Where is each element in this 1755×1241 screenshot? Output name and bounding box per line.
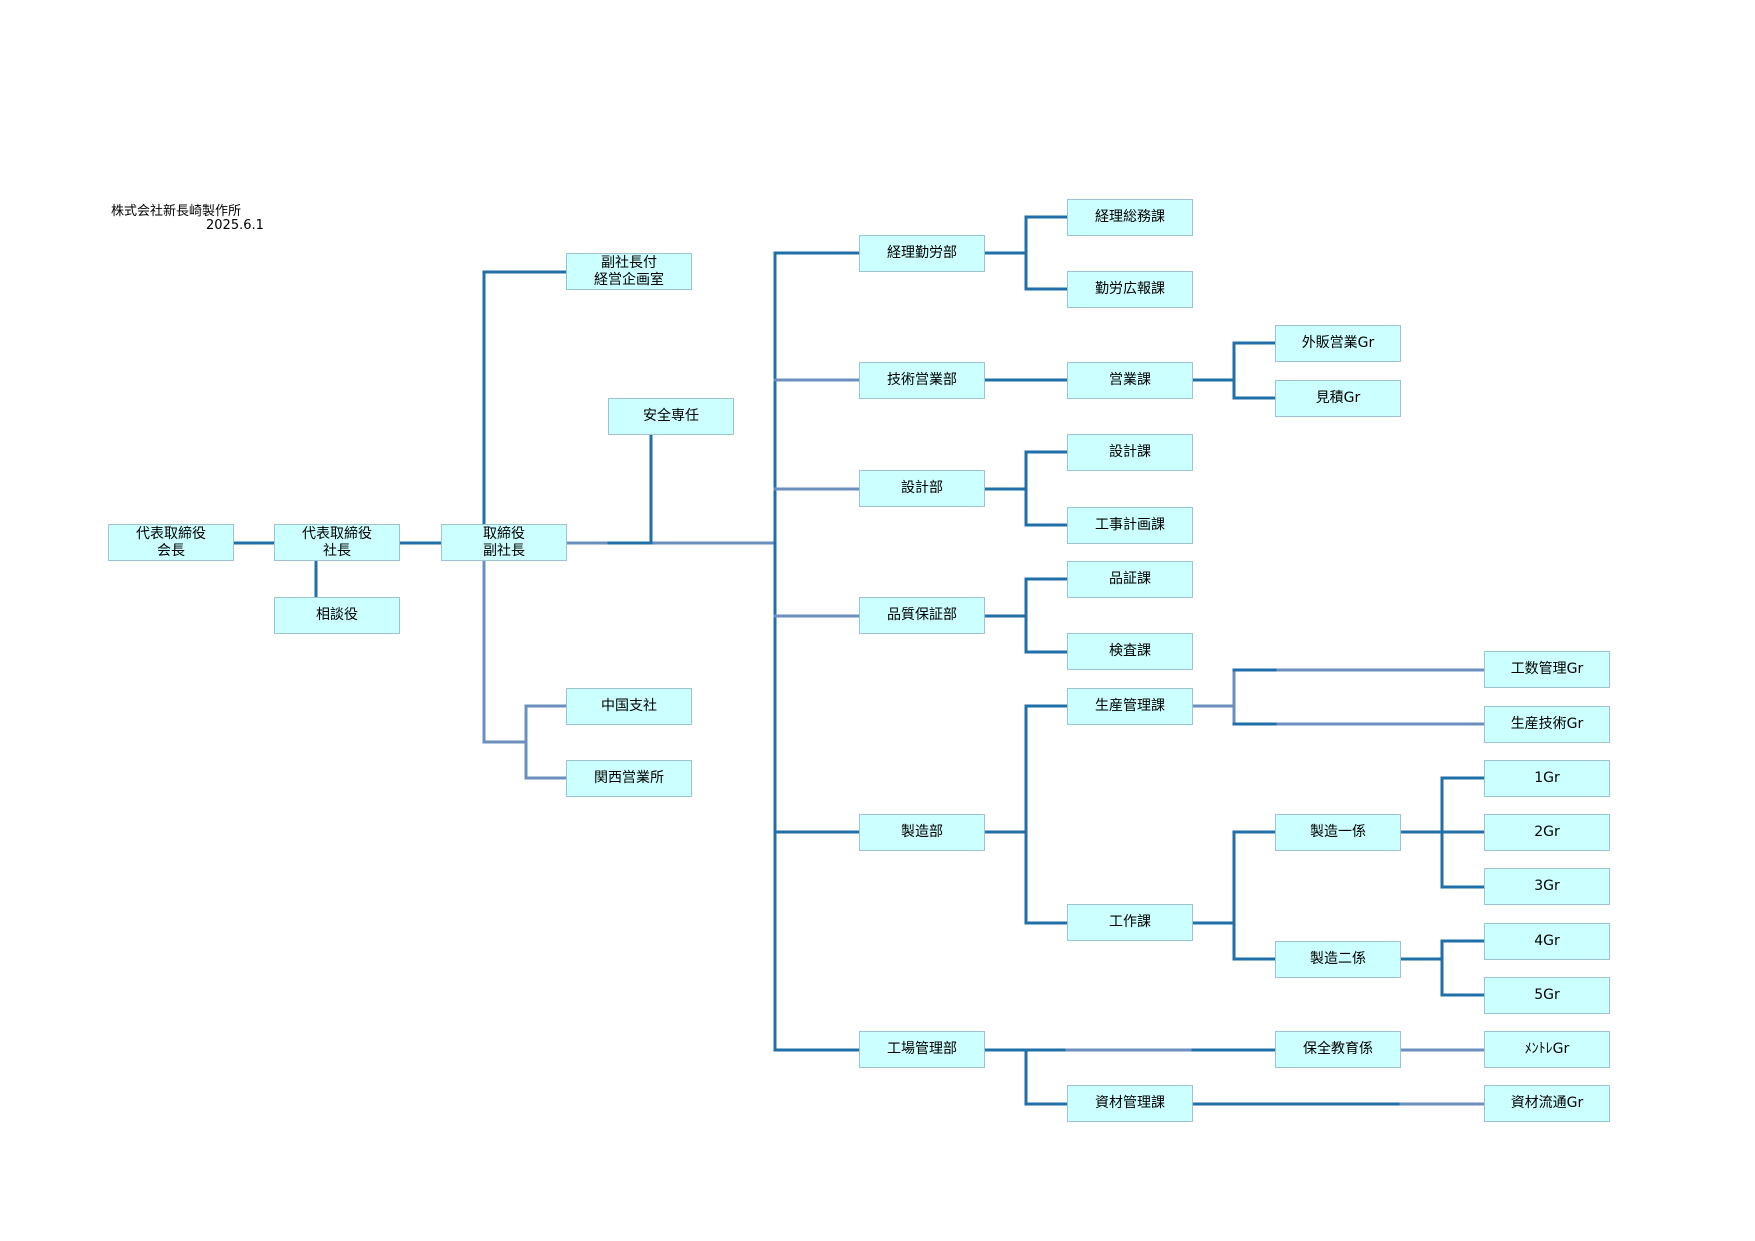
- node-advisor: 相談役: [274, 597, 400, 634]
- node-estimate-gr: 見積Gr: [1275, 380, 1401, 417]
- node-ext-sales-gr: 外販営業Gr: [1275, 325, 1401, 362]
- node-vice-president: 取締役 副社長: [441, 524, 567, 561]
- node-gr4: 4Gr: [1484, 923, 1610, 960]
- company-name: 株式会社新長崎製作所: [111, 204, 242, 219]
- node-gr2: 2Gr: [1484, 814, 1610, 851]
- node-qa-section: 品証課: [1067, 561, 1193, 598]
- node-safety: 安全専任: [608, 398, 734, 435]
- node-manhour-gr: 工数管理Gr: [1484, 651, 1610, 688]
- node-maint-gr: ﾒﾝﾄﾚGr: [1484, 1031, 1610, 1068]
- node-design-section: 設計課: [1067, 434, 1193, 471]
- node-design-dept: 設計部: [859, 470, 985, 507]
- node-chairman: 代表取締役 会長: [108, 524, 234, 561]
- node-materials-section: 資材管理課: [1067, 1085, 1193, 1122]
- node-plant-mgmt-dept: 工場管理部: [859, 1031, 985, 1068]
- node-accounting-section: 経理総務課: [1067, 199, 1193, 236]
- node-gr1: 1Gr: [1484, 760, 1610, 797]
- node-gr3: 3Gr: [1484, 868, 1610, 905]
- node-labor-pr-section: 勤労広報課: [1067, 271, 1193, 308]
- node-tech-sales-dept: 技術営業部: [859, 362, 985, 399]
- node-construction-plan-section: 工事計画課: [1067, 507, 1193, 544]
- node-inspection-section: 検査課: [1067, 633, 1193, 670]
- node-prod-tech-gr: 生産技術Gr: [1484, 706, 1610, 743]
- org-chart-date: 2025.6.1: [206, 218, 264, 233]
- node-admin-dept: 経理勤労部: [859, 235, 985, 272]
- node-vp-office: 副社長付 経営企画室: [566, 253, 692, 290]
- node-mfg-2: 製造二係: [1275, 941, 1401, 978]
- node-sales-section: 営業課: [1067, 362, 1193, 399]
- node-gr5: 5Gr: [1484, 977, 1610, 1014]
- node-qa-dept: 品質保証部: [859, 597, 985, 634]
- node-kansai-office: 関西営業所: [566, 760, 692, 797]
- node-machining-section: 工作課: [1067, 904, 1193, 941]
- node-material-flow-gr: 資材流通Gr: [1484, 1085, 1610, 1122]
- node-maintenance-edu: 保全教育係: [1275, 1031, 1401, 1068]
- node-chugoku-branch: 中国支社: [566, 688, 692, 725]
- node-president: 代表取締役 社長: [274, 524, 400, 561]
- node-manufacturing-dept: 製造部: [859, 814, 985, 851]
- node-mfg-1: 製造一係: [1275, 814, 1401, 851]
- node-production-control-section: 生産管理課: [1067, 688, 1193, 725]
